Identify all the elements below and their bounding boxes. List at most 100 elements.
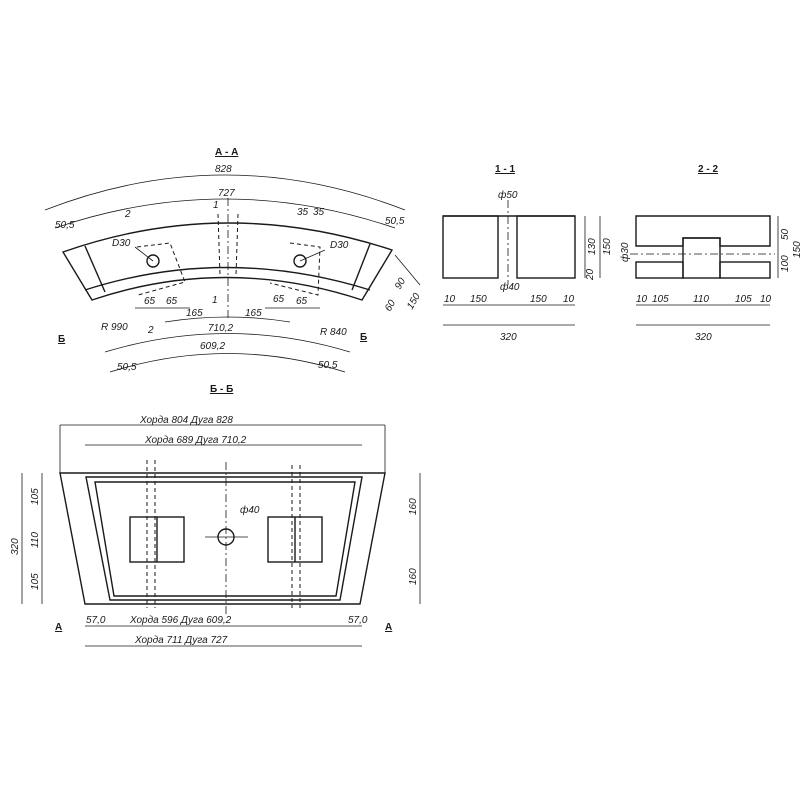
hole-right [293,254,307,268]
dim-w10b: 10 [760,294,772,305]
dim-d50: ф50 [498,189,518,201]
section-mark-a-right: А [385,622,392,633]
dim-w105a: 105 [652,294,669,305]
dim-line-609 [104,333,351,353]
dim-d40: ф40 [240,504,260,516]
dim-bot-outer: Хорда 711 Дуга 727 [134,635,228,646]
dim-h105a: 105 [30,488,41,505]
section-1-1: 1 - 1 ф50 ф40 130 150 20 10 150 150 10 3… [442,164,613,343]
hole-left [146,254,160,268]
leader-right [299,249,326,262]
dim-h110: 110 [30,532,41,548]
dim-h130: 130 [587,238,598,255]
dim-hole-right: D30 [330,240,349,251]
dim-w10a: 10 [636,294,648,305]
dim-w320: 320 [500,332,517,343]
dim-h100: 100 [780,255,791,272]
block-inner-edge [85,476,363,601]
dim-h160a: 160 [408,498,419,515]
dim-outer-arc: 828 [215,164,232,175]
dim-h50: 50 [780,228,791,240]
view-bb: Б - Б Хорда 804 Дуга 828 Хорда 689 Дуга … [10,384,421,647]
dim-top-inner: Хорда 689 Дуга 710,2 [144,435,247,446]
view-aa: А - А 828 727 50,5 50,5 D30 D30 35 35 2 … [44,147,423,373]
concrete-right [516,215,576,279]
cut-1-label: 1 [213,200,219,211]
dim-bot-inner: Хорда 596 Дуга 609,2 [129,615,232,626]
dim-bot-left: 50,5 [117,362,137,373]
concrete-bottom-right [719,261,771,279]
concrete-bottom-left [635,261,684,279]
dim-w10a: 10 [444,294,456,305]
concrete-left [442,215,499,279]
dim-w150b: 150 [530,294,547,305]
block-outline [61,222,394,301]
dim-left-57: 57,0 [86,615,106,626]
dim-165b: 165 [245,308,262,319]
cut-1-label-bottom: 1 [212,295,218,306]
cut-2-label: 2 [124,209,131,220]
dim-h105b: 105 [30,573,41,590]
dim-w110: 110 [693,294,709,305]
section-2-2: 2 - 2 ф30 50 100 150 10 105 110 105 10 3… [619,164,800,343]
center-hole [217,528,235,546]
dim-right-end: 50,5 [385,216,405,227]
dim-arc-710: 710,2 [208,323,233,334]
dim-h150: 150 [792,241,800,258]
dim-line-outer-arc [44,174,406,211]
dim-line-165 [164,316,291,323]
section-mark-a-left: А [55,622,62,633]
view-aa-title: А - А [215,147,238,158]
dim-165a: 165 [186,308,203,319]
dim-hole-left: D30 [112,238,131,249]
dim-d30: ф30 [619,242,631,262]
section-mark-b-right: Б [360,332,367,343]
cut-2-label-bottom: 2 [147,325,154,336]
block-joint-right [351,243,371,291]
block-joint-left [84,245,106,293]
dim-r840: R 840 [320,327,347,338]
dim-w320: 320 [695,332,712,343]
dim-w150a: 150 [470,294,487,305]
dim-h60: 60 [383,298,398,314]
dim-h150: 150 [405,291,423,311]
section-2-2-title: 2 - 2 [698,164,718,175]
dim-65c: 65 [273,294,285,305]
dim-left-end: 50,5 [55,220,75,231]
dim-65a: 65 [144,296,156,307]
dim-mid-arc: 727 [218,188,235,199]
dim-h160b: 160 [408,568,419,585]
hole-center-dash [217,213,221,276]
dim-65d: 65 [296,296,308,307]
section-mark-b-left: Б [58,334,65,345]
dim-d40: ф40 [500,281,520,293]
block-inner-edge [84,266,371,291]
section-1-1-title: 1 - 1 [495,164,515,175]
dim-line-height [394,254,421,286]
dim-35a: 35 [297,207,309,218]
dim-h90: 90 [393,276,408,292]
dim-right-57: 57,0 [348,615,368,626]
dim-35b: 35 [313,207,325,218]
dim-h20: 20 [585,268,596,281]
dim-r990: R 990 [101,322,128,333]
recess-right [269,242,321,296]
dim-h320: 320 [10,538,21,555]
dim-w105b: 105 [735,294,752,305]
view-bb-title: Б - Б [210,384,233,395]
dim-line-mid-arc [54,198,396,229]
hole-center-dash [235,213,239,276]
dim-top-outer: Хорда 804 Дуга 828 [139,415,233,426]
recess-left [136,242,186,296]
dim-h150: 150 [602,238,613,255]
block-chamfer [94,481,356,597]
block-outline [59,472,386,605]
dim-65b: 65 [166,296,178,307]
concrete-top [635,215,771,247]
dim-arc-609: 609,2 [200,341,225,352]
recess-opening [682,237,721,279]
dim-w10b: 10 [563,294,575,305]
leader-left [134,246,154,262]
